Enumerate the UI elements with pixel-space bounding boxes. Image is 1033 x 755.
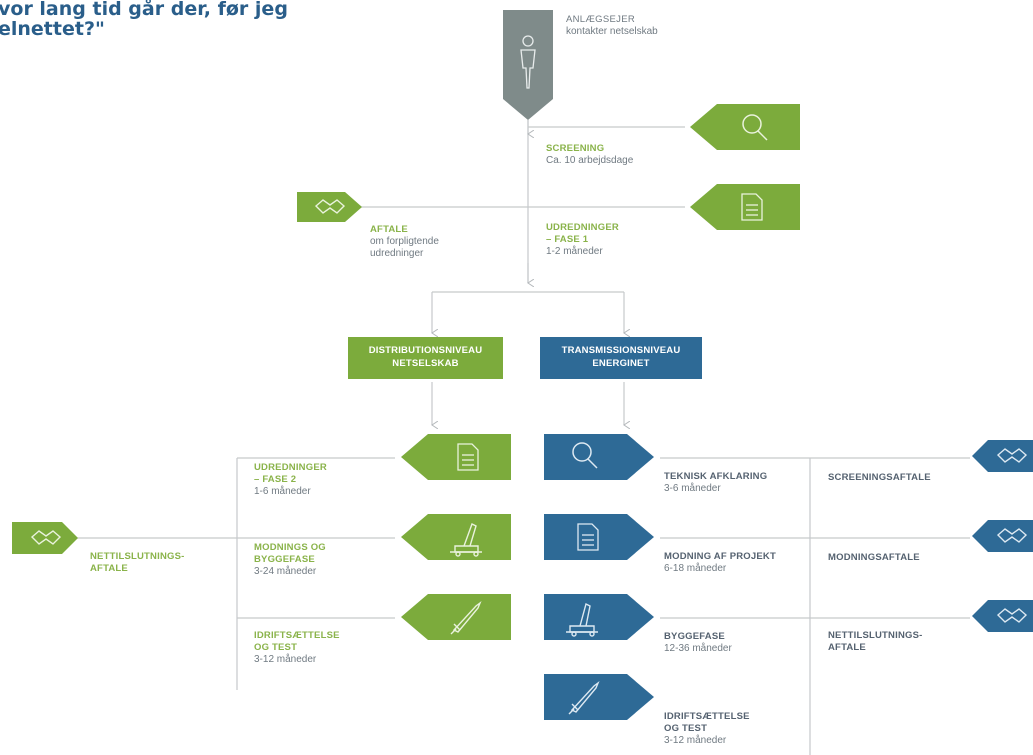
udredninger1-text: UDREDNINGER – FASE 1 1-2 måneder [546,222,619,258]
teknisk-sub: 3-6 måneder [664,482,721,494]
idrift-transmission-title-1: IDRIFTSÆTTELSE [664,711,750,722]
screeningsaftale-tag [972,440,1033,472]
udredninger2-text: UDREDNINGER – FASE 2 1-6 måneder [254,462,327,498]
idrift-transmission-sub: 3-12 måneder [664,734,727,746]
udredninger2-title-1: UDREDNINGER [254,462,327,473]
modningsaftale-tag [972,520,1033,552]
modnings-tag [401,514,511,560]
handshake-icon [30,530,62,545]
nettilslutning-left-text: NETTILSLUTNINGS- AFTALE [90,551,185,575]
nettilslutning-left-line-2: AFTALE [90,562,128,574]
aftale-tag [297,192,362,222]
heading-line-1: vor lang tid går der, før jeg [0,0,288,20]
idrift-text: IDRIFTSÆTTELSE OG TEST 3-12 måneder [254,630,340,666]
screening-text: SCREENING Ca. 10 arbejdsdage [546,143,633,167]
idrift-title-1: IDRIFTSÆTTELSE [254,630,340,641]
teknisk-title: TEKNISK AFKLARING [664,471,768,482]
modnings-sub: 3-24 måneder [254,565,317,577]
teknisk-text: TEKNISK AFKLARING 3-6 måneder [664,471,767,495]
connector-lines [70,120,970,755]
aftale-sub-1: om forpligtende [370,235,439,247]
udredninger2-sub: 1-6 måneder [254,485,311,497]
aftale-title: AFTALE [370,224,408,235]
modning-sub: 6-18 måneder [664,562,727,574]
owner-banner [503,10,553,120]
transmission-line-2: ENERGINET [592,358,650,369]
rocket-icon [568,680,600,715]
owner-sub: kontakter netselskab [566,25,658,37]
screeningsaftale-label: SCREENINGSAFTALE [828,472,931,483]
crane-icon [450,523,482,557]
nettilslutning-left-tag [12,522,78,554]
aftale-text: AFTALE om forpligtende udredninger [370,224,439,261]
idrift-transmission-text: IDRIFTSÆTTELSE OG TEST 3-12 måneder [664,711,750,747]
modning-text: MODNING AF PROJEKT 6-18 måneder [664,551,776,575]
byggefase-text: BYGGEFASE 12-36 måneder [664,631,732,655]
byggefase-title: BYGGEFASE [664,631,725,642]
modning-title: MODNING AF PROJEKT [664,551,776,562]
document-icon [457,443,479,471]
document-icon [577,523,599,551]
idrift-transmission-tag [544,674,654,720]
aftale-sub-2: udredninger [370,248,424,260]
modning-tag [544,514,654,560]
udredninger2-tag [401,434,511,480]
idrift-tag [401,594,511,640]
modnings-title-2: BYGGEFASE [254,553,315,565]
screening-title: SCREENING [546,143,605,154]
byggefase-tag [544,594,654,640]
fase1-tag [690,184,800,230]
udredninger1-title-2: – FASE 1 [546,233,589,245]
udredninger1-title-1: UDREDNINGER [546,222,619,233]
distribution-box: DISTRIBUTIONSNIVEAU NETSELSKAB [348,337,503,379]
udredninger1-sub: 1-2 måneder [546,245,603,257]
document-icon [741,193,763,221]
teknisk-tag [544,434,654,480]
heading-line-2: elnettet?" [0,17,105,40]
crane-icon [566,602,598,637]
handshake-icon [996,528,1028,543]
idrift-title-2: OG TEST [254,641,298,653]
modnings-title-1: MODNINGS OG [254,542,326,553]
handshake-icon [996,608,1028,623]
screening-tag [690,104,800,150]
byggefase-sub: 12-36 måneder [664,642,732,654]
nettilslutningsaftale-right-tag [972,600,1033,632]
page-heading: vor lang tid går der, før jeg elnettet?" [0,0,288,40]
magnifier-icon [742,114,768,141]
transmission-box: TRANSMISSIONSNIVEAU ENERGINET [540,337,702,379]
rocket-icon [450,600,482,635]
handshake-icon [314,199,346,214]
distribution-line-2: NETSELSKAB [392,358,459,369]
udredninger2-title-2: – FASE 2 [254,473,297,485]
transmission-line-1: TRANSMISSIONSNIVEAU [561,345,681,357]
nettilslutning-right-line-1: NETTILSLUTNINGS- [828,630,923,641]
magnifier-icon [572,442,598,469]
idrift-transmission-title-2: OG TEST [664,722,708,734]
modnings-text: MODNINGS OG BYGGEFASE 3-24 måneder [254,542,326,578]
screening-sub: Ca. 10 arbejdsdage [546,154,634,166]
nettilslutning-right-text: NETTILSLUTNINGS- AFTALE [828,630,923,654]
handshake-icon [996,448,1028,463]
owner-title: ANLÆGSEJER [566,14,635,25]
person-icon [520,35,536,89]
modningsaftale-label: MODNINGSAFTALE [828,552,920,563]
distribution-line-1: DISTRIBUTIONSNIVEAU [368,345,483,357]
nettilslutning-left-line-1: NETTILSLUTNINGS- [90,551,185,562]
idrift-sub: 3-12 måneder [254,653,317,665]
owner-text: ANLÆGSEJER kontakter netselskab [566,14,658,38]
nettilslutning-right-line-2: AFTALE [828,641,866,653]
